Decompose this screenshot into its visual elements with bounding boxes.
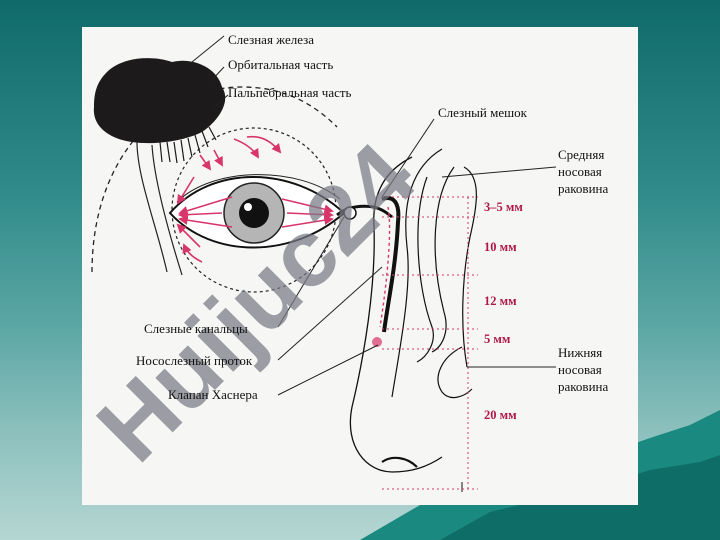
label-middle-concha-1: Средняя <box>558 147 604 162</box>
label-middle-concha-2: носовая <box>558 164 602 179</box>
label-hasner-valve: Клапан Хаснера <box>168 387 258 402</box>
nose-outline <box>349 156 443 473</box>
label-lacrimal-gland: Слезная железа <box>228 32 314 47</box>
measurement-guides <box>382 196 478 490</box>
lacrimal-apparatus-diagram: Huijuc24 Слезная железа Орбитальная част… <box>77 32 608 492</box>
measure-4: 5 мм <box>484 332 511 346</box>
measure-2: 10 мм <box>484 240 517 254</box>
measure-3: 12 мм <box>484 294 517 308</box>
label-inferior-concha-1: Нижняя <box>558 345 602 360</box>
label-inferior-concha-3: раковина <box>558 379 608 394</box>
tear-flow-arrows <box>176 135 334 263</box>
diagram-panel: Huijuc24 Слезная железа Орбитальная част… <box>77 27 638 505</box>
label-middle-concha-3: раковина <box>558 181 608 196</box>
measure-5: 20 мм <box>484 408 517 422</box>
label-palpebral-part: Пальпебральная часть <box>228 85 352 100</box>
middle-concha <box>416 176 434 363</box>
leader-lines <box>277 118 557 396</box>
lacrimal-gland <box>93 58 226 144</box>
label-nasolacrimal-duct: Носослезный проток <box>136 353 253 368</box>
lacrimal-sac-duct <box>381 196 401 333</box>
label-orbital-part: Орбитальная часть <box>228 57 333 72</box>
label-lacrimal-sac: Слезный мешок <box>438 105 528 120</box>
label-inferior-concha-2: носовая <box>558 362 602 377</box>
inferior-concha <box>437 346 473 399</box>
label-canaliculi: Слезные канальцы <box>144 321 248 336</box>
gland-ducts <box>159 126 217 164</box>
measure-1: 3–5 мм <box>484 200 523 214</box>
